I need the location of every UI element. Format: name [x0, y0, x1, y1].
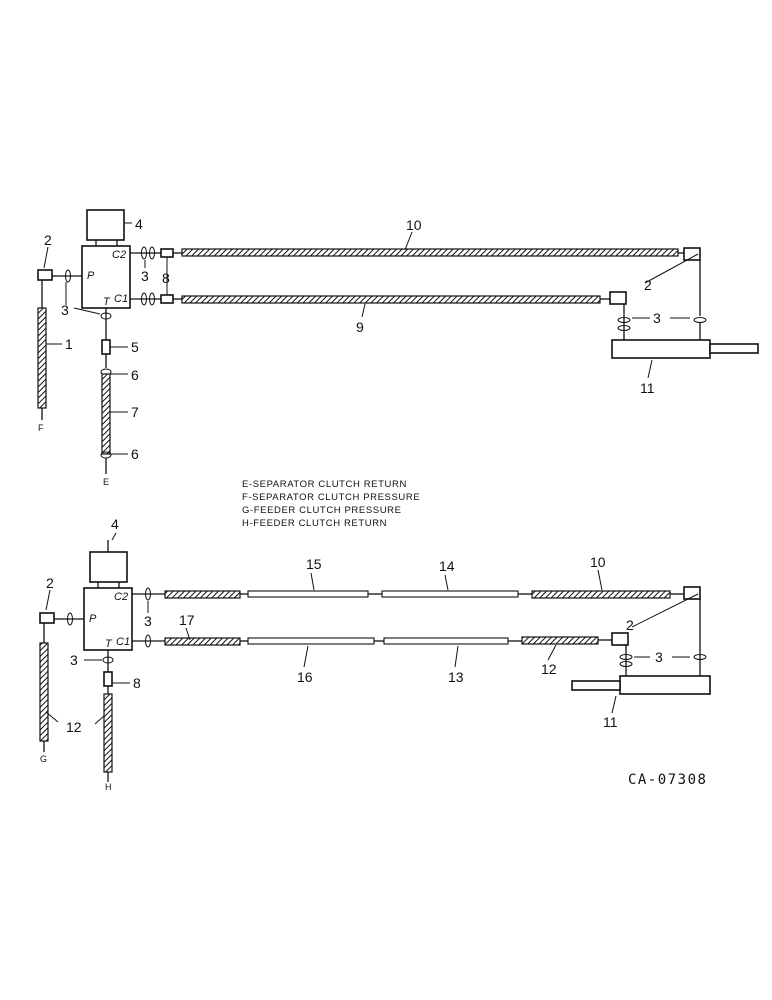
callout-9-top: 9	[356, 319, 364, 335]
solenoid-top	[86, 209, 125, 241]
callout-4-bottom: 4	[111, 516, 119, 532]
legend-f: F-SEPARATOR CLUTCH PRESSURE	[242, 492, 420, 503]
callout-6-top-upper: 6	[131, 367, 139, 383]
legend-g: G-FEEDER CLUTCH PRESSURE	[242, 505, 402, 516]
tube-15	[247, 590, 369, 598]
callout-8-bottom: 8	[133, 675, 141, 691]
port-c2-label-bottom: C2	[114, 591, 128, 603]
end-label-e: E	[103, 477, 109, 487]
callout-1-top: 1	[65, 336, 73, 352]
callout-2-bottom-right: 2	[626, 617, 634, 633]
hose-12-bottom-right	[521, 636, 599, 645]
callout-6-top-lower: 6	[131, 446, 139, 462]
hose-9	[181, 295, 601, 304]
tube-16	[247, 637, 375, 645]
hose-7	[101, 373, 111, 455]
hose-17-lower	[164, 637, 241, 646]
tube-14	[381, 590, 519, 598]
port-c2-label: C2	[112, 249, 126, 261]
hose-10-top	[181, 248, 679, 257]
callout-13: 13	[448, 669, 464, 685]
callout-3-bottom-right: 3	[655, 649, 663, 665]
port-c1-label: C1	[114, 293, 128, 305]
tube-13	[383, 637, 509, 645]
port-t-label: T	[103, 296, 111, 308]
port-t-label-bottom: T	[105, 638, 113, 650]
callout-2-top-right: 2	[644, 277, 652, 293]
top-assembly: C2 C1 P T	[37, 209, 759, 487]
callout-2-bottom-left: 2	[46, 575, 54, 591]
callout-3-bottom-mid: 3	[144, 613, 152, 629]
legend-e: E-SEPARATOR CLUTCH RETURN	[242, 479, 407, 490]
callout-3-bottom-left: 3	[70, 652, 78, 668]
callout-12-bottom-right: 12	[541, 661, 557, 677]
callout-5-top: 5	[131, 339, 139, 355]
hose-12-bottom-center	[103, 693, 113, 773]
port-p-label-bottom: P	[89, 613, 97, 625]
end-label-f: F	[38, 423, 44, 433]
callout-17: 17	[179, 612, 195, 628]
legend: E-SEPARATOR CLUTCH RETURN F-SEPARATOR CL…	[242, 479, 420, 529]
hose-17	[164, 590, 241, 599]
callout-15: 15	[306, 556, 322, 572]
hose-12-bottom-left	[39, 642, 49, 742]
callout-3-top-left: 3	[61, 302, 69, 318]
callout-10-bottom: 10	[590, 554, 606, 570]
callout-8-top: 8	[162, 270, 170, 286]
end-label-h: H	[105, 782, 112, 792]
bottom-assembly: C2 C1 P T	[39, 516, 711, 792]
port-p-label: P	[87, 270, 95, 282]
hose-1-top	[37, 307, 47, 409]
callout-14: 14	[439, 558, 455, 574]
callout-3-top-mid: 3	[141, 268, 149, 284]
valve-body-top	[81, 245, 131, 309]
callout-7-top: 7	[131, 404, 139, 420]
callout-12-bottom-left: 12	[66, 719, 82, 735]
drawing-number: CA-07308	[628, 772, 707, 788]
cylinder-bottom	[619, 675, 711, 695]
solenoid-bottom	[89, 551, 128, 583]
callout-3-top-right: 3	[653, 310, 661, 326]
end-label-g: G	[40, 754, 47, 764]
cylinder-top	[611, 339, 711, 359]
callout-16: 16	[297, 669, 313, 685]
hose-10-bottom	[531, 590, 671, 599]
legend-h: H-FEEDER CLUTCH RETURN	[242, 518, 387, 529]
callout-11-top: 11	[640, 380, 655, 396]
port-c1-label-bottom: C1	[116, 636, 130, 648]
callout-11-bottom: 11	[603, 714, 618, 730]
callout-10-top: 10	[406, 217, 422, 233]
callout-2-top-left: 2	[44, 232, 52, 248]
callout-4-top: 4	[135, 216, 143, 232]
